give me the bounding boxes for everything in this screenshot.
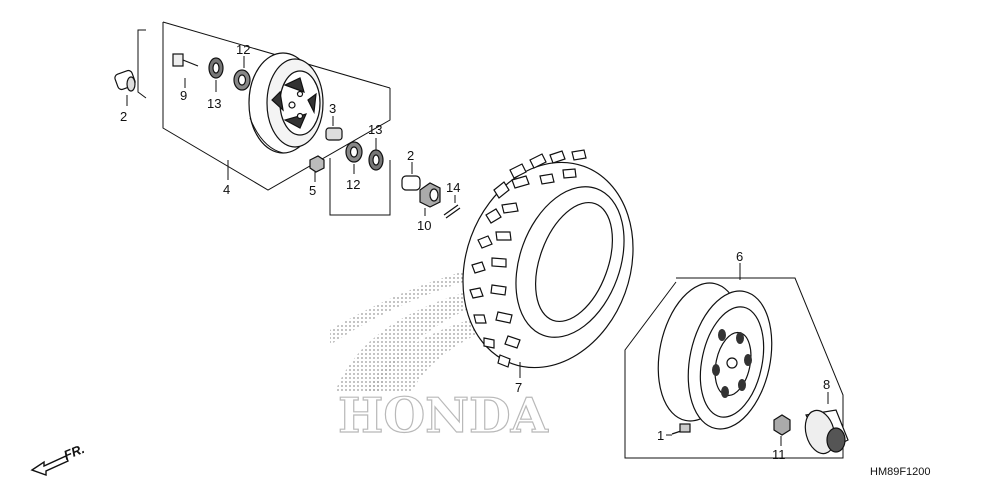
wheel-assembly-outline <box>624 263 844 459</box>
tire-part-7 <box>462 149 634 378</box>
collar-part-3 <box>325 116 343 141</box>
bearing-part-12-lower <box>345 141 363 174</box>
callout-2: 2 <box>407 148 414 163</box>
callout-12: 12 <box>346 177 360 192</box>
callout-6: 6 <box>736 249 743 264</box>
callout-1: 1 <box>657 428 664 443</box>
callout-9: 9 <box>180 88 187 103</box>
honda-wing-watermark: HONDA <box>330 262 560 445</box>
valve-part-1 <box>671 423 691 435</box>
castle-nut-part-10 <box>419 182 441 216</box>
callout-8: 8 <box>823 377 830 392</box>
diagram-code: HM89F1200 <box>870 466 931 478</box>
hub-part-4 <box>248 52 324 154</box>
seal-part-13-left <box>208 57 224 92</box>
callout-7: 7 <box>515 380 522 395</box>
callout-labels: 2 9 13 12 3 13 12 5 4 2 14 10 7 6 8 1 11 <box>120 42 830 462</box>
callout-13: 13 <box>368 122 382 137</box>
callout-12: 12 <box>236 42 250 57</box>
cotter-pin-part-14 <box>443 195 461 219</box>
seal-part-13-right <box>368 138 384 171</box>
bolt-part-9 <box>172 53 199 88</box>
callout-10: 10 <box>417 218 431 233</box>
front-direction-arrow: FR. <box>30 441 87 476</box>
callout-13: 13 <box>207 96 221 111</box>
collar-part-2-right <box>401 162 421 191</box>
callout-3: 3 <box>329 101 336 116</box>
nut-part-11 <box>773 414 791 446</box>
callout-11: 11 <box>772 447 786 462</box>
callout-5: 5 <box>309 183 316 198</box>
callout-4: 4 <box>223 182 230 197</box>
honda-wordmark-watermark: HONDA <box>338 388 549 444</box>
nut-part-5 <box>309 155 325 182</box>
hub-cap-part-8 <box>804 392 849 455</box>
rim-part-6 <box>657 282 773 430</box>
collar-part-2-left <box>114 69 136 106</box>
callout-2: 2 <box>120 109 127 124</box>
bearing-part-12-top <box>233 56 251 91</box>
callout-14: 14 <box>446 180 460 195</box>
front-direction-label: FR. <box>62 441 87 463</box>
